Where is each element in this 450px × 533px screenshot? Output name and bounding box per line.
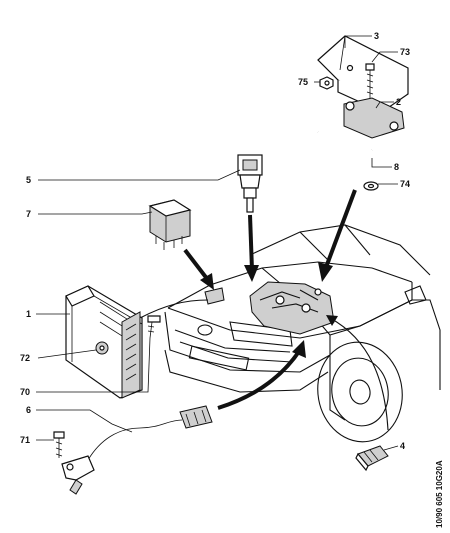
mounting-bracket-part-3 — [317, 35, 409, 113]
leader-lines — [36, 35, 399, 451]
callout-3: 3 — [374, 31, 379, 41]
relay-bracket — [204, 287, 225, 305]
location-arrows — [139, 189, 389, 431]
callout-labels: 3 73 75 2 8 74 5 7 1 72 70 6 71 4 — [20, 31, 410, 451]
callout-1: 1 — [26, 309, 31, 319]
crankshaft-sensor-part-6 — [61, 405, 213, 495]
callout-74: 74 — [400, 179, 410, 189]
washer-part-74 — [363, 181, 379, 191]
screw-part-73 — [365, 63, 375, 98]
callout-75: 75 — [298, 77, 308, 87]
callout-73: 73 — [400, 47, 410, 57]
callout-4: 4 — [400, 441, 405, 451]
sensor-part-2 — [343, 97, 405, 139]
vacuum-hose-part-8 — [316, 130, 374, 165]
temperature-sensor-part-5 — [237, 154, 263, 213]
callout-2: 2 — [396, 97, 401, 107]
grommet-part-71 — [95, 341, 109, 355]
relay-part-7 — [148, 199, 192, 250]
callout-5: 5 — [26, 175, 31, 185]
callout-6: 6 — [26, 405, 31, 415]
callout-72: 71 — [20, 435, 30, 445]
sensor-part-4 — [355, 445, 389, 472]
callout-70: 70 — [20, 387, 30, 397]
callout-71: 72 — [20, 353, 30, 363]
nut-part-75 — [319, 76, 334, 90]
bolt-part-72 — [53, 431, 65, 458]
screw-part-70 — [147, 315, 161, 339]
drawing-reference: 10/90 605 10G20A — [435, 460, 444, 528]
callout-7: 7 — [26, 209, 31, 219]
callout-8: 8 — [394, 162, 399, 172]
